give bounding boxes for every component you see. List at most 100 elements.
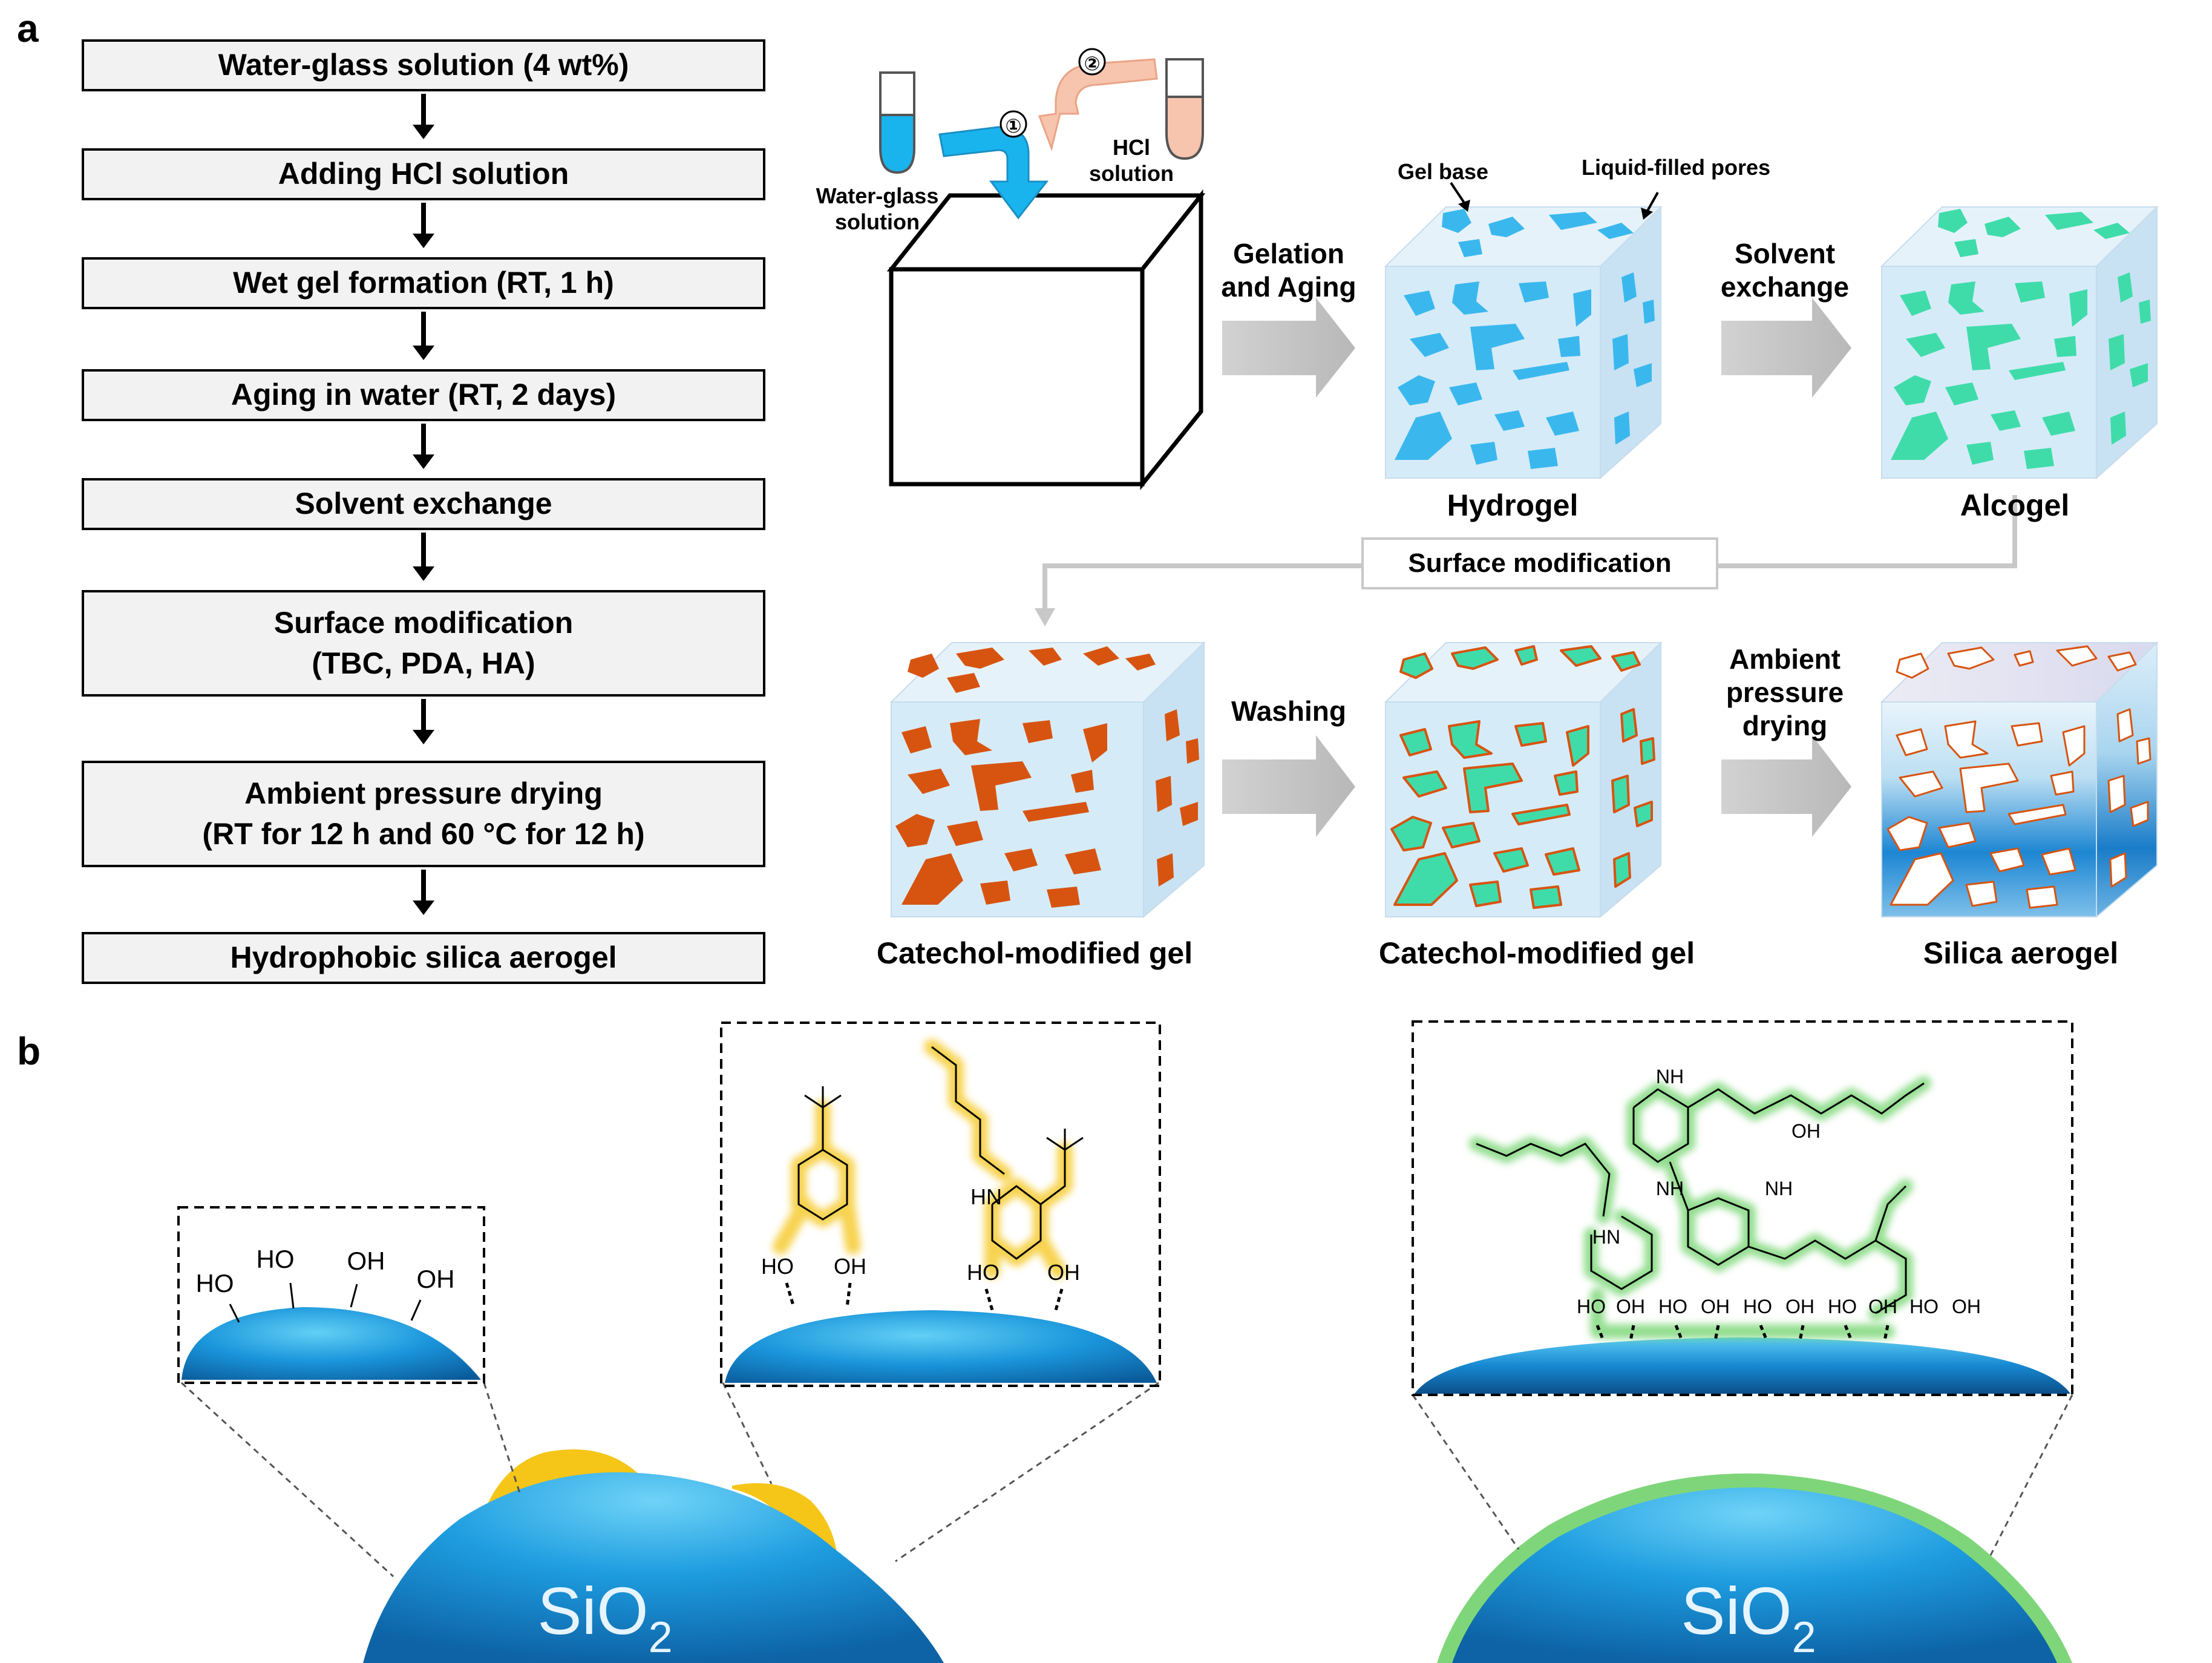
sio2-sphere-pda: SiO2 [1437, 1473, 2072, 1663]
sio2-sphere-tbc: SiO2 [363, 1449, 944, 1663]
flow-arrow-7 [413, 870, 434, 915]
hcl-label-line-2: solution [1089, 161, 1174, 186]
flow-arrow-2 [413, 203, 434, 248]
silica-aerogel-cube [1880, 641, 2159, 919]
flow-step-4-line-1: Aging in water (RT, 2 days) [231, 378, 617, 412]
pda-oh-4: OH [1868, 1296, 1897, 1317]
hcl-label-line-1: HCl [1113, 135, 1150, 160]
zoom-box-bare-silica: HO HO OH OH [177, 1206, 485, 1384]
surface-mod-arrowhead-icon [1035, 608, 1055, 626]
catechol-gel-cube-1 [889, 641, 1206, 919]
tbc-ho-label: HO [761, 1254, 794, 1279]
flow-step-7-line-1: Ambient pressure drying [244, 776, 603, 810]
pda-ho-5: HO [1909, 1296, 1939, 1317]
pda-nh-3: NH [1656, 1066, 1684, 1087]
washing-arrow-icon [1222, 735, 1355, 837]
gel-base-pointer [1450, 182, 1465, 204]
flow-arrow-1 [413, 94, 434, 139]
solvent-exchange-label-line-1: Solvent [1734, 238, 1836, 269]
alcogel-label: Alcogel [1960, 488, 2070, 522]
panel-label-a: a [17, 7, 39, 50]
hcl-tube-icon [1165, 58, 1204, 160]
step-2-label: ② [1084, 52, 1100, 75]
flow-step-3-line-1: Wet gel formation (RT, 1 h) [233, 266, 614, 300]
flow-step-3: Wet gel formation (RT, 1 h) [82, 257, 765, 309]
flow-step-5-line-1: Solvent exchange [295, 487, 552, 521]
step-1-circle-icon [1000, 110, 1027, 138]
panel-label-b: b [17, 1029, 41, 1073]
gel-base-label: Gel base [1397, 159, 1489, 184]
water-glass-label-line-2: solution [835, 209, 920, 235]
flow-arrow-3 [413, 312, 434, 360]
hydrogel-cube [1384, 205, 1663, 480]
schematic-diagram: ① ② [879, 48, 2159, 919]
pda-hn-label: HN [1592, 1226, 1620, 1248]
sio2-left-label: SiO2 [537, 1574, 672, 1662]
flow-step-1: Water-glass solution (4 wt%) [82, 39, 765, 91]
gelation-label-line-1: Gelation [1232, 238, 1345, 269]
flow-arrow-4 [413, 424, 434, 469]
pda-ho-4: HO [1828, 1296, 1857, 1317]
solvent-exchange-label: Solvent exchange [1712, 237, 1857, 304]
apd-label-line-3: drying [1742, 710, 1828, 742]
solvent-exchange-arrow-icon [1721, 298, 1851, 398]
flow-step-5: Solvent exchange [82, 478, 765, 530]
flow-step-6: Surface modification (TBC, PDA, HA) [82, 590, 765, 697]
pda-nh-1: NH [1656, 1178, 1684, 1199]
flow-arrow-6 [413, 699, 434, 744]
silica-aerogel-label: Silica aerogel [1923, 936, 2119, 970]
ha-oh-label: OH [1047, 1260, 1080, 1285]
pda-ho-3: HO [1743, 1296, 1772, 1317]
oh-label-2: HO [257, 1245, 295, 1273]
pda-oh-3: OH [1785, 1296, 1814, 1317]
catechol-gel-label-1: Catechol-modified gel [876, 936, 1193, 970]
sio2-right-sub: 2 [1792, 1613, 1816, 1662]
pda-oh-5: OH [1952, 1296, 1981, 1317]
flow-step-4: Aging in water (RT, 2 days) [82, 369, 765, 421]
empty-mold-cube [886, 189, 1206, 490]
pda-oh-top: OH [1792, 1120, 1821, 1142]
sio2-left-main: SiO [537, 1574, 648, 1648]
sio2-left-sub: 2 [649, 1613, 673, 1662]
flow-step-2-line-1: Adding HCl solution [278, 157, 569, 191]
catechol-gel-label-2: Catechol-modified gel [1378, 936, 1695, 970]
hcl-label: HCl solution [1083, 134, 1180, 186]
zoom-lines [180, 1382, 2073, 1578]
apd-label: Ambient pressure drying [1712, 643, 1857, 743]
flow-step-2: Adding HCl solution [82, 148, 765, 200]
drying-arrow-icon [1721, 735, 1851, 837]
flow-step-7: Ambient pressure drying (RT for 12 h and… [82, 761, 765, 867]
pores-pointer-head-icon [1641, 208, 1653, 220]
hydrogel-label: Hydrogel [1447, 488, 1579, 522]
pda-ho-1: HO [1577, 1296, 1606, 1317]
pores-pointer [1646, 192, 1659, 212]
sio2-right-label: SiO2 [1681, 1574, 1816, 1662]
oh-label-3: OH [347, 1247, 385, 1275]
zoom-box-tbc-ha: HO OH HO OH HN [720, 1022, 1161, 1387]
flow-step-8: Hydrophobic silica aerogel [82, 932, 765, 984]
tbc-oh-label: OH [834, 1254, 866, 1279]
pda-ho-2: HO [1658, 1296, 1687, 1317]
panel-b-diagram: SiO2 SiO2 HO H [177, 1020, 2073, 1663]
alcogel-cube [1880, 205, 2159, 480]
gelation-label-line-2: and Aging [1221, 271, 1356, 303]
gelation-arrow-icon [1222, 298, 1355, 398]
flow-step-6-line-2: (TBC, PDA, HA) [312, 646, 535, 680]
flow-step-1-line-1: Water-glass solution (4 wt%) [218, 48, 629, 82]
pda-oh-1: OH [1616, 1296, 1645, 1317]
flow-step-6-line-1: Surface modification [273, 605, 574, 640]
gelation-label: Gelation and Aging [1216, 237, 1361, 304]
flow-step-8-line-1: Hydrophobic silica aerogel [230, 940, 617, 975]
step-1-label: ① [1005, 114, 1021, 137]
liquid-pores-label: Liquid-filled pores [1582, 155, 1770, 180]
water-glass-tube-icon [879, 71, 915, 174]
ha-hn-label: HN [970, 1184, 1002, 1209]
apd-label-line-1: Ambient [1729, 643, 1841, 675]
flow-step-7-line-2: (RT for 12 h and 60 °C for 12 h) [202, 817, 645, 851]
pda-oh-2: OH [1701, 1296, 1730, 1317]
solvent-exchange-label-line-2: exchange [1720, 271, 1850, 303]
step-2-circle-icon [1078, 48, 1106, 76]
flow-arrow-5 [413, 533, 434, 581]
apd-label-line-2: pressure [1726, 677, 1844, 709]
